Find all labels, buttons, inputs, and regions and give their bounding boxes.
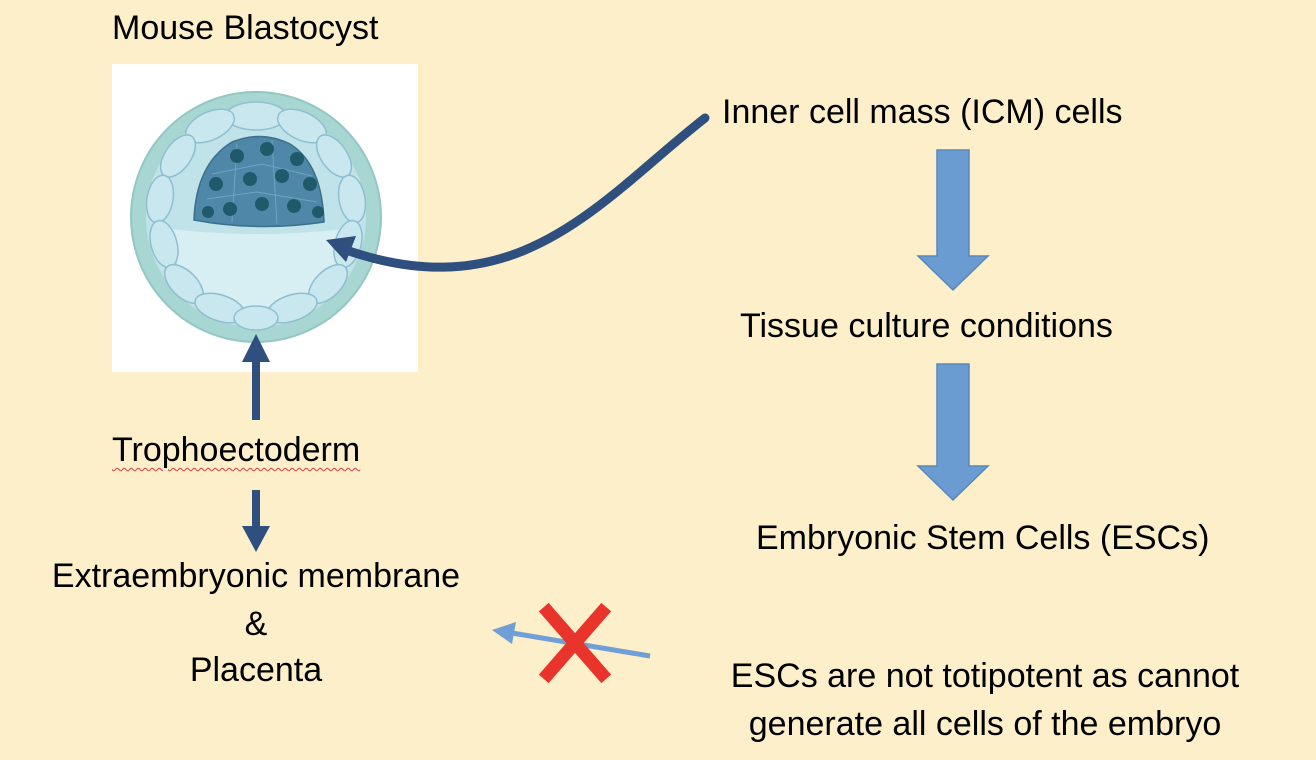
escs-label: Embryonic Stem Cells (ESCs)	[756, 519, 1210, 557]
blastocyst-illustration	[130, 91, 382, 343]
extraembryonic-label: Extraembryonic membrane	[51, 557, 461, 595]
block-arrow-to-escs	[916, 363, 990, 502]
trophoectoderm-label: Trophoectoderm	[112, 431, 361, 469]
note-line-2: generate all cells of the embryo	[748, 705, 1222, 743]
placenta-label: Placenta	[189, 651, 323, 689]
tropho-down-arrowhead	[242, 526, 270, 552]
diagram-title: Mouse Blastocyst	[112, 9, 379, 47]
icm-label: Inner cell mass (ICM) cells	[722, 93, 1123, 131]
icm-curved-arrowhead	[326, 236, 356, 262]
note-line-1: ESCs are not totipotent as cannot	[730, 657, 1240, 695]
tropho-up-arrowhead	[242, 334, 270, 362]
red-x-icon	[538, 602, 612, 684]
escs-blocked-arrowhead	[492, 622, 516, 644]
block-arrow-to-tissue-culture	[916, 149, 990, 292]
icm-curved-arrow	[341, 113, 710, 272]
tissue-culture-label: Tissue culture conditions	[740, 307, 1113, 345]
blastocyst-image	[112, 64, 418, 372]
ampersand-label: &	[244, 605, 268, 643]
